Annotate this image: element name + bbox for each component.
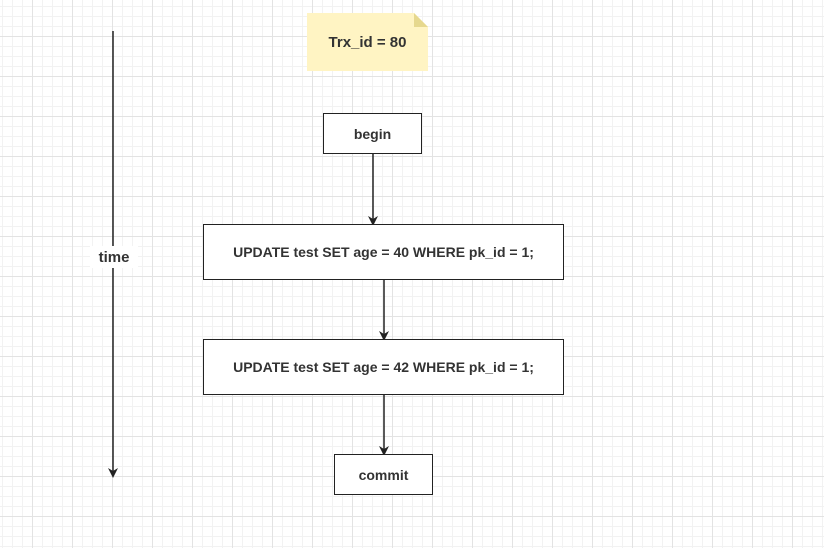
transaction-id-note: Trx_id = 80: [307, 13, 428, 71]
transaction-id-text: Trx_id = 80: [328, 33, 407, 51]
note-shape: [307, 13, 428, 71]
time-axis-label: time: [90, 246, 138, 268]
update-age-40-box: UPDATE test SET age = 40 WHERE pk_id = 1…: [203, 224, 564, 280]
begin-box: begin: [323, 113, 422, 154]
update-age-42-box: UPDATE test SET age = 42 WHERE pk_id = 1…: [203, 339, 564, 395]
commit-box: commit: [334, 454, 433, 495]
